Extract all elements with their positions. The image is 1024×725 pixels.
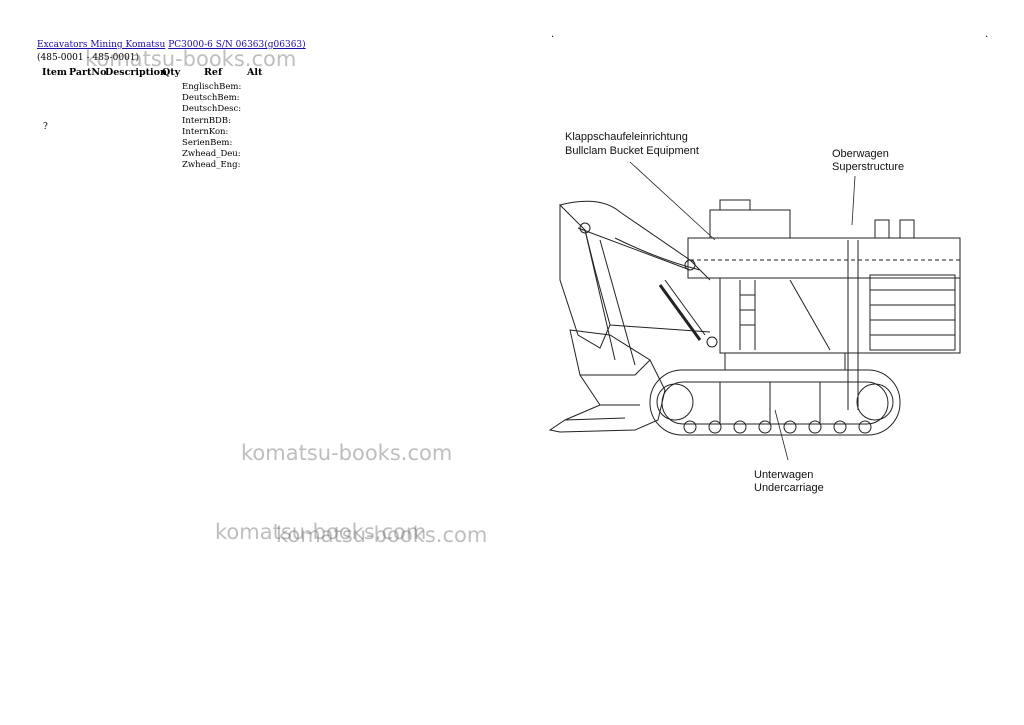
watermark: komatsu-books.com xyxy=(241,441,453,465)
label-super-de: Oberwagen xyxy=(832,148,889,160)
description-fields: EnglischBem: DeutschBem: DeutschDesc: In… xyxy=(182,82,241,172)
breadcrumb: Excavators Mining Komatsu PC3000-6 S/N 0… xyxy=(37,40,306,51)
undercarriage xyxy=(649,352,901,436)
label-bucket-de: Klappschaufeleinrichtung xyxy=(565,131,688,143)
col-header-qty: Qty xyxy=(162,67,181,78)
leader-lines xyxy=(629,161,856,461)
field-zwhead-eng: Zwhead_Eng: xyxy=(182,160,241,171)
field-deutschdesc: DeutschDesc: xyxy=(182,104,242,115)
breadcrumb-link-model[interactable]: PC3000-6 S/N 06363(g06363) xyxy=(168,40,306,50)
superstructure xyxy=(687,199,961,410)
label-under-de: Unterwagen xyxy=(754,469,813,481)
excavator-diagram: Klappschaufeleinrichtung Bullclam Bucket… xyxy=(548,131,961,494)
col-header-alt: Alt xyxy=(247,67,263,78)
label-bucket-en: Bullclam Bucket Equipment xyxy=(565,145,699,157)
field-deutschbem: DeutschBem: xyxy=(182,93,240,104)
serial-range: (485-0001 - 485-0001) xyxy=(37,53,140,63)
col-header-ref: Ref xyxy=(204,67,223,78)
item-value: ? xyxy=(43,122,48,132)
col-header-partno: PartNo xyxy=(69,67,107,78)
bucket xyxy=(548,329,666,433)
field-serienbem: SerienBem: xyxy=(182,138,233,149)
col-header-description: Description xyxy=(105,67,167,78)
field-internbdb: InternBDB: xyxy=(182,115,231,126)
field-zwhead-deu: Zwhead_Deu: xyxy=(182,149,241,160)
label-under-en: Undercarriage xyxy=(754,482,824,494)
watermark: komatsu-books.com xyxy=(215,520,427,544)
label-super-en: Superstructure xyxy=(832,161,904,173)
breadcrumb-link-catalog[interactable]: Excavators Mining Komatsu xyxy=(37,40,166,50)
col-header-item: Item xyxy=(42,67,67,78)
corner-mark: · xyxy=(551,32,555,43)
corner-mark: · xyxy=(985,32,989,43)
watermark: komatsu-books.com xyxy=(276,523,488,547)
field-internkon: InternKon: xyxy=(182,126,229,137)
boom-and-stick xyxy=(559,200,718,366)
field-englischbem: EnglischBem: xyxy=(182,82,242,92)
